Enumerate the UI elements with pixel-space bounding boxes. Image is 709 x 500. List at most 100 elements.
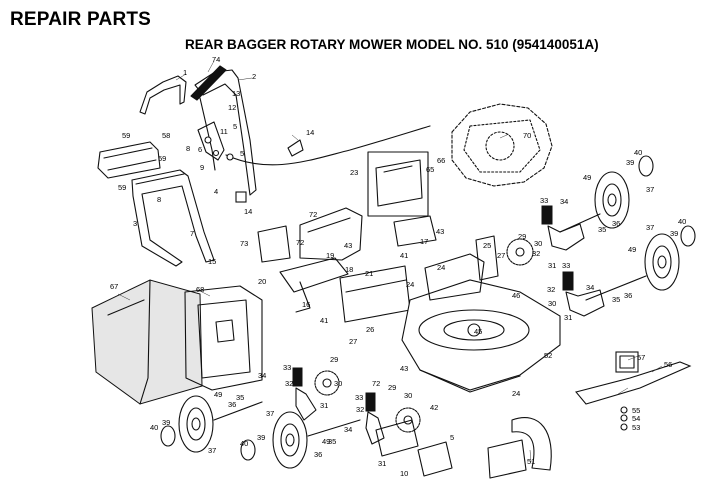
mower-deck: [401, 279, 561, 393]
wheel-rear-right: [240, 411, 308, 469]
grass-bag: [91, 279, 203, 405]
discharge-chute: [424, 253, 485, 301]
callout-5: 5: [233, 122, 237, 131]
callout-17: 17: [420, 237, 428, 246]
callout-9: 9: [200, 163, 204, 172]
callout-30: 30: [334, 379, 342, 388]
callout-37: 37: [646, 185, 654, 194]
callout-34: 34: [344, 425, 352, 434]
upper-handle-bracket: [197, 121, 225, 161]
callout-43: 43: [436, 227, 444, 236]
callout-40: 40: [678, 217, 686, 226]
axle-front-upper: [559, 213, 601, 233]
callout-10: 10: [400, 469, 408, 478]
handle-bumper: [97, 141, 161, 179]
callout-2: 2: [252, 72, 256, 81]
callout-24: 24: [437, 263, 445, 272]
model-subtitle: REAR BAGGER ROTARY MOWER MODEL NO. 510 (…: [185, 37, 599, 52]
callout-31: 31: [320, 401, 328, 410]
handle-grip-cover: [190, 65, 227, 101]
rear-door-box: [367, 151, 429, 217]
mower-blade: [575, 361, 692, 405]
callout-33: 33: [283, 363, 291, 372]
front-baffle: [475, 235, 499, 281]
callout-12: 12: [228, 103, 236, 112]
callout-36: 36: [228, 400, 236, 409]
front-adjuster-upper: [541, 205, 585, 251]
callout-4: 4: [214, 187, 218, 196]
callout-66: 66: [437, 156, 445, 165]
callout-45: 45: [474, 327, 482, 336]
callout-34: 34: [258, 371, 266, 380]
callout-52: 52: [544, 351, 552, 360]
bag-frame: [184, 285, 263, 391]
callout-40: 40: [150, 423, 158, 432]
mulch-plate: [511, 417, 552, 471]
callout-29: 29: [330, 355, 338, 364]
callout-70: 70: [523, 131, 531, 140]
callout-23: 23: [350, 168, 358, 177]
blade-bolt-stack: [620, 406, 628, 431]
baffle-31: [375, 419, 419, 457]
callout-27: 27: [349, 337, 357, 346]
callout-32: 32: [285, 379, 293, 388]
height-adjuster-rear: [279, 257, 349, 313]
throttle-cable: [225, 125, 431, 166]
callout-30: 30: [534, 239, 542, 248]
callout-59: 59: [118, 183, 126, 192]
callout-21: 21: [365, 269, 373, 278]
baffle-10: [417, 441, 453, 477]
callout-67: 67: [110, 282, 118, 291]
callout-49: 49: [583, 173, 591, 182]
callout-32: 32: [532, 249, 540, 258]
callout-39: 39: [162, 418, 170, 427]
callout-19: 19: [326, 251, 334, 260]
callout-40: 40: [634, 148, 642, 157]
rear-skirt: [487, 439, 527, 479]
callout-13: 13: [232, 89, 240, 98]
callout-58: 58: [162, 131, 170, 140]
wheel-rear-left: [160, 395, 214, 453]
blade-adapter: [615, 351, 639, 373]
callout-56: 56: [664, 360, 672, 369]
front-adjuster-lower: [562, 271, 605, 317]
callout-30: 30: [404, 391, 412, 400]
callout-41: 41: [400, 251, 408, 260]
axle-rear-right: [307, 419, 361, 437]
callout-15: 15: [208, 257, 216, 266]
callout-18: 18: [345, 265, 353, 274]
page-title: REPAIR PARTS: [10, 9, 152, 30]
lower-handle-frame: [131, 169, 215, 267]
callout-35: 35: [612, 295, 620, 304]
callout-51: 51: [527, 457, 535, 466]
callout-55: 55: [632, 406, 640, 415]
callout-68: 68: [196, 285, 204, 294]
callout-43: 43: [344, 241, 352, 250]
callout-35: 35: [598, 225, 606, 234]
rear-frame-bracket: [299, 207, 363, 261]
callout-39: 39: [670, 229, 678, 238]
lower-handle: [194, 69, 257, 196]
callout-40: 40: [240, 439, 248, 448]
callout-5: 5: [450, 433, 454, 442]
callout-49: 49: [628, 245, 636, 254]
callout-7: 7: [190, 229, 194, 238]
callout-36: 36: [624, 291, 632, 300]
leader-lines: [117, 60, 663, 463]
gear-plate-rear-right: [395, 407, 421, 433]
callout-46: 46: [512, 291, 520, 300]
callout-31: 31: [548, 261, 556, 270]
callout-25: 25: [483, 241, 491, 250]
callout-33: 33: [540, 196, 548, 205]
callout-49: 49: [214, 390, 222, 399]
callout-1: 1: [183, 68, 187, 77]
callout-3: 3: [133, 219, 137, 228]
callout-14: 14: [306, 128, 314, 137]
callout-36: 36: [314, 450, 322, 459]
callout-42: 42: [430, 403, 438, 412]
callout-6: 6: [198, 145, 202, 154]
callout-37: 37: [208, 446, 216, 455]
rear-flap: [393, 215, 437, 247]
callout-49: 49: [322, 437, 330, 446]
callout-53: 53: [632, 423, 640, 432]
